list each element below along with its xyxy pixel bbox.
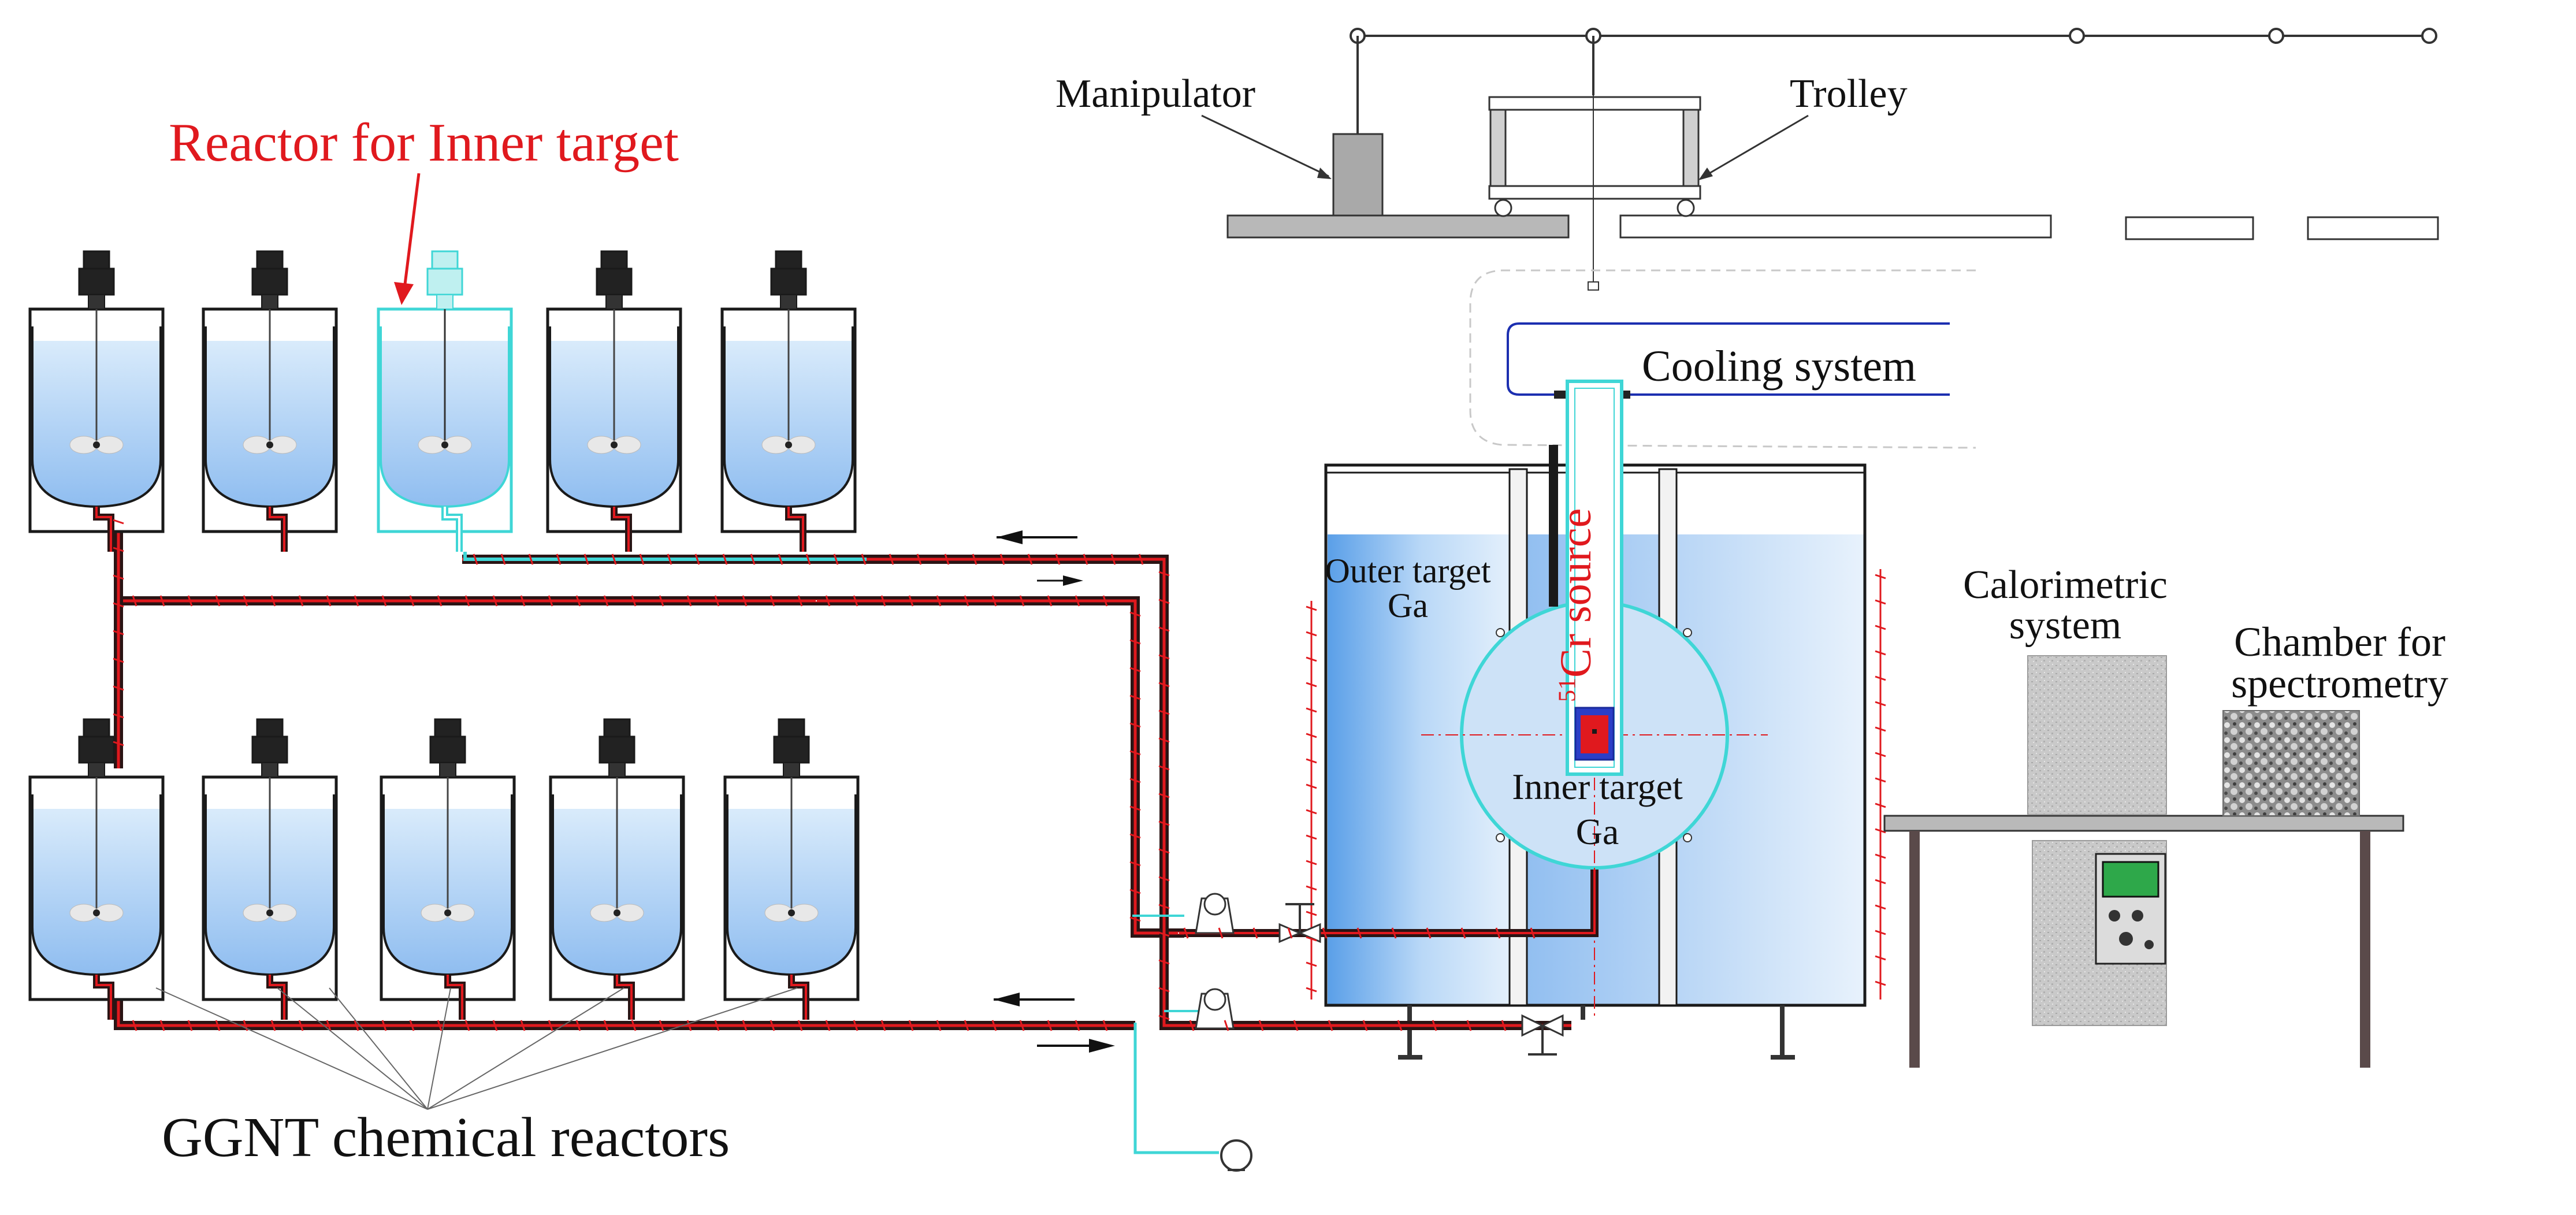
- calorimetric-label: Calorimetric system: [1930, 565, 2201, 646]
- pump-lower: [1133, 988, 1252, 1172]
- source-label-superscript: 51: [1554, 678, 1581, 702]
- chamber-line2: spectrometry: [2231, 660, 2448, 707]
- reactor-lower-2: [202, 718, 338, 1020]
- pipe-ticks: [113, 519, 1886, 1031]
- reactor-upper-1: [28, 250, 165, 552]
- inner-reactor-line: [463, 552, 867, 561]
- source-label-main: Cr source: [1552, 508, 1600, 678]
- calorimetric-line2: system: [2009, 603, 2122, 648]
- reactor-lower-3: [380, 718, 516, 1020]
- reactor-lower-4: [549, 718, 685, 1020]
- calorimetric-line1: Calorimetric: [1963, 563, 2168, 607]
- cooling-system: [1469, 269, 1976, 449]
- cooling-label: Cooling system: [1642, 342, 1917, 391]
- outer-target-line2: Ga: [1388, 586, 1428, 625]
- ggnt-label: GGNT chemical reactors: [162, 1106, 730, 1169]
- ggnt-pointer-lines: [155, 987, 798, 1110]
- detector-table: [1883, 655, 2404, 1068]
- inner-target-label: Inner target Ga: [1490, 768, 1704, 859]
- chamber-label: Chamber for spectrometry: [2190, 621, 2490, 704]
- reactor-upper-2: [202, 250, 338, 552]
- reactor-lower-5: [723, 718, 860, 1020]
- pump-upper: [1132, 893, 1235, 934]
- reactor-inner-label: Reactor for Inner target: [169, 113, 679, 173]
- chamber-line1: Chamber for: [2234, 619, 2445, 665]
- trolley: [1488, 95, 1809, 291]
- manipulator-label: Manipulator: [1055, 72, 1256, 116]
- outer-target-line1: Outer target: [1325, 552, 1491, 590]
- trolley-label: Trolley: [1790, 72, 1908, 116]
- reactor-lower-1: [28, 718, 165, 1020]
- rail-system: [1226, 28, 2439, 240]
- reactor-upper-5: [720, 250, 857, 552]
- main-tank: [1184, 380, 1867, 1060]
- manipulator: [1201, 114, 1384, 217]
- inner-target-line1: Inner target: [1512, 766, 1683, 807]
- reactor-upper-4: [546, 250, 682, 552]
- reactor-array: [28, 250, 1886, 1031]
- inner-reactor-arrow: [394, 173, 421, 305]
- flow-arrows: [994, 530, 1115, 1053]
- outer-target-label: Outer target Ga: [1324, 553, 1492, 623]
- inner-target-line2: Ga: [1575, 811, 1619, 852]
- valve-lower: [1521, 1014, 1564, 1056]
- reactor-inner-target: [377, 250, 513, 552]
- source-label: 51Cr source: [1552, 508, 1600, 702]
